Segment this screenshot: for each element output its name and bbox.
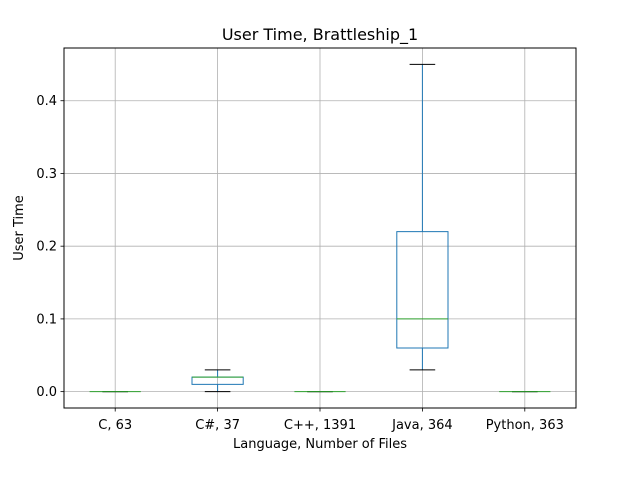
y-tick-label: 0.0 (36, 385, 57, 400)
y-tick-label: 0.2 (36, 240, 57, 255)
chart-title: User Time, Brattleship_1 (222, 25, 418, 45)
y-tick-label: 0.4 (36, 94, 57, 109)
x-axis-label: Language, Number of Files (233, 437, 407, 452)
x-tick-label: C, 63 (98, 418, 132, 433)
box-2 (191, 369, 244, 393)
iqr-box (396, 231, 449, 349)
box-4 (396, 63, 449, 371)
y-tick-label: 0.1 (36, 312, 57, 327)
x-tick-label: C#, 37 (195, 418, 240, 433)
x-tick-label: Java, 364 (391, 418, 453, 433)
box-layer (89, 63, 551, 393)
x-tick-label: Python, 363 (486, 418, 564, 433)
y-tick-label: 0.3 (36, 167, 57, 182)
tick-layer: 0.0 0.1 0.2 0.3 0.4 C, 63 C#, 37 C++, 1391 Java,… (36, 94, 564, 433)
x-tick-label: C++, 1391 (284, 418, 356, 433)
y-axis-label: User Time (12, 195, 27, 261)
